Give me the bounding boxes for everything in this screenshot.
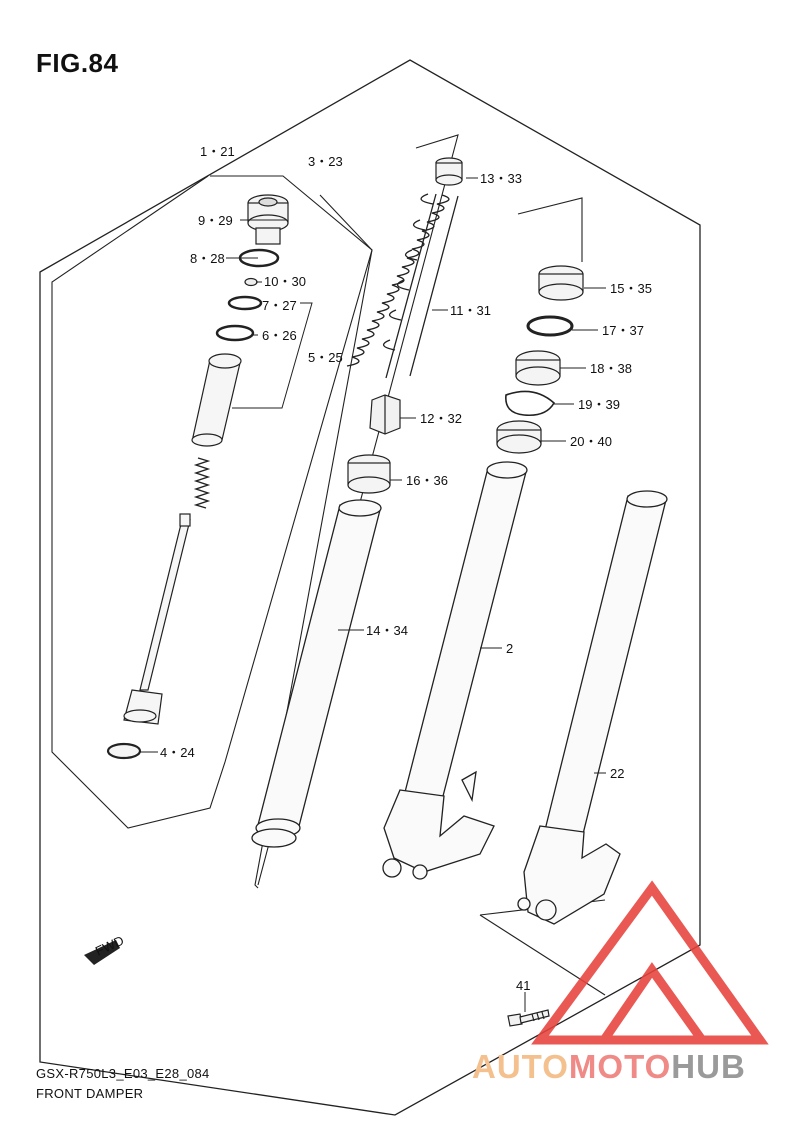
rebound-spring-part (193, 457, 211, 509)
callout-2: 2 (506, 641, 513, 656)
callout-17-37: 17・37 (602, 323, 644, 338)
callout-16-36: 16・36 (406, 473, 448, 488)
cartridge-group-outline (51, 175, 373, 829)
callout-10-30: 10・30 (264, 274, 306, 289)
bushing-part-4 (106, 742, 142, 760)
watermark-auto: AUTO (472, 1048, 569, 1085)
stopper-ring-part-19 (505, 390, 556, 417)
callout-22: 22 (610, 766, 624, 781)
bolt-part-41 (507, 1009, 550, 1027)
callout-12-32: 12・32 (420, 411, 462, 426)
outer-tube-part-2 (382, 461, 528, 880)
fwd-arrow-icon: FWD (84, 933, 126, 965)
callout-7-27: 7・27 (262, 298, 297, 313)
assembly-boundary (39, 59, 701, 1116)
damper-rod-part (123, 513, 191, 725)
callout-20-40: 20・40 (570, 434, 612, 449)
callout-19-39: 19・39 (578, 397, 620, 412)
callout-6-26: 6・26 (262, 328, 297, 343)
guide-bushing-part-16 (347, 454, 391, 494)
callout-1-21: 1・21 (200, 144, 235, 159)
callout-11-31: 11・31 (450, 303, 491, 318)
watermark-hub: HUB (671, 1048, 746, 1085)
inner-tube-group-outline (254, 194, 373, 889)
watermark-moto: MOTO (568, 1048, 672, 1085)
watermark-brand-text: AUTOMOTOHUB (472, 1048, 746, 1086)
fork-spring-part-11 (346, 193, 459, 379)
callout-41: 41 (516, 978, 530, 993)
callout-15-35: 15・35 (610, 281, 652, 296)
watermark-logo (531, 880, 769, 1045)
footer-model-code: GSX-R750L3_E03_E28_084 (36, 1066, 210, 1081)
o-ring-part-6 (215, 324, 255, 342)
damper-cylinder-part-5 (191, 353, 242, 447)
right-leg-group-outline (517, 197, 583, 262)
footer-section-name: FRONT DAMPER (36, 1086, 144, 1101)
callout-3-23: 3・23 (308, 154, 343, 169)
outer-tube-part-22 (517, 490, 668, 925)
callout-5-25: 5・25 (308, 350, 343, 365)
callout-8-28: 8・28 (190, 251, 225, 266)
figure-title: FIG.84 (36, 48, 119, 78)
spacer-part-12 (369, 394, 401, 435)
leader-lines (140, 177, 606, 1012)
washer-part-10 (244, 277, 258, 287)
callout-4-24: 4・24 (160, 745, 195, 760)
slide-bushing-part-15 (538, 265, 584, 301)
washer-part-17 (526, 315, 574, 337)
callout-9-29: 9・29 (198, 213, 233, 228)
spring-adjuster-part-13 (435, 157, 463, 186)
adjuster-cap-part (247, 194, 289, 245)
callout-18-38: 18・38 (590, 361, 632, 376)
callout-13-33: 13・33 (480, 171, 522, 186)
o-ring-part-7 (227, 295, 263, 311)
callout-14-34: 14・34 (366, 623, 408, 638)
dust-seal-part-20 (496, 420, 542, 454)
oil-seal-part-18 (515, 350, 561, 386)
inner-tube-part-14 (251, 499, 382, 848)
